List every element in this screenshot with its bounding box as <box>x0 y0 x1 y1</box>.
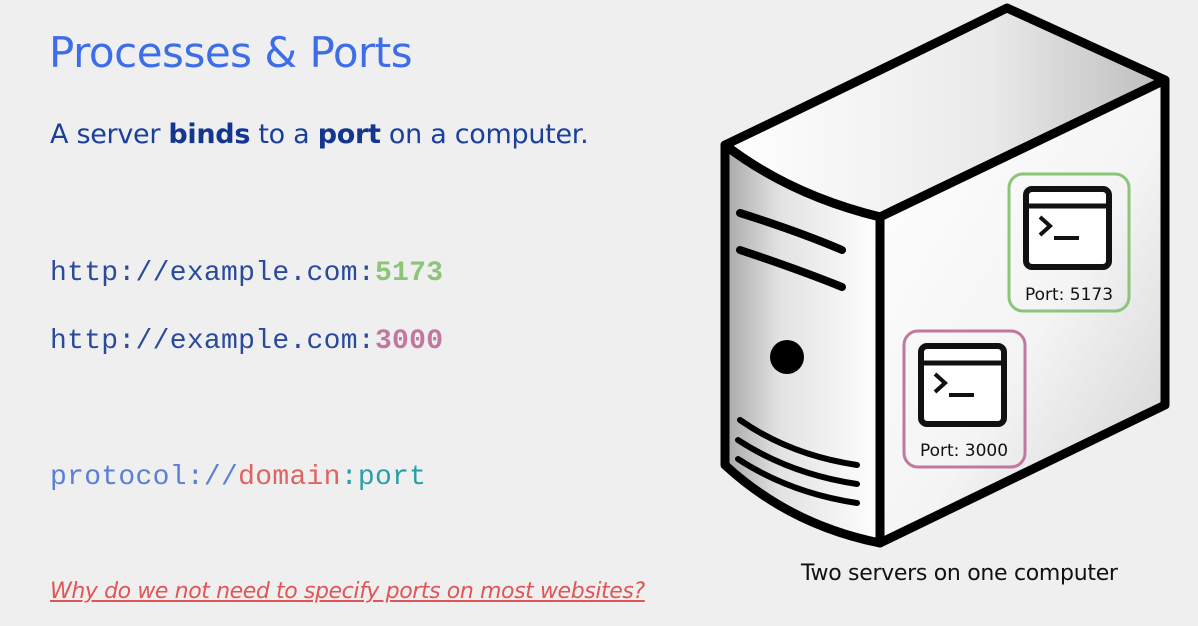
pattern-protocol: protocol <box>50 462 187 493</box>
process-port-5173: Port: 5173 <box>1007 172 1131 313</box>
intro-middle: to a <box>250 119 318 150</box>
url-port-5173: 5173 <box>374 258 444 289</box>
power-button <box>770 340 804 374</box>
drive-bay-slots <box>736 209 846 291</box>
slide-title: Processes & Ports <box>49 28 413 77</box>
example-url-5173: http://example.com:5173 <box>50 258 443 289</box>
server-tower-illustration: Port: 5173 Port: 3000 <box>720 3 1170 548</box>
intro-sentence: A server binds to a port on a computer. <box>50 119 589 150</box>
pattern-colon: : <box>340 462 358 493</box>
url-port-3000: 3000 <box>374 326 444 357</box>
example-url-3000: http://example.com:3000 <box>50 326 443 357</box>
url-pattern: protocol://domain:port <box>50 462 426 493</box>
terminal-icon <box>1023 186 1112 270</box>
pattern-port: port <box>357 462 427 493</box>
question-link[interactable]: Why do we not need to specify ports on m… <box>50 579 645 604</box>
intro-prefix: A server <box>50 119 169 150</box>
process-port-3000: Port: 3000 <box>902 329 1027 469</box>
vent-slots <box>735 417 860 506</box>
intro-suffix: on a computer. <box>380 119 589 150</box>
terminal-icon <box>918 343 1007 427</box>
intro-bold-binds: binds <box>168 119 251 150</box>
port-label-3000: Port: 3000 <box>920 441 1008 461</box>
server-caption: Two servers on one computer <box>801 561 1118 586</box>
url-base: http://example.com: <box>50 258 375 289</box>
url-base: http://example.com: <box>50 326 375 357</box>
pattern-domain: domain <box>238 462 341 493</box>
intro-bold-port: port <box>317 119 381 150</box>
pattern-separator: :// <box>186 462 239 493</box>
port-label-5173: Port: 5173 <box>1025 285 1113 305</box>
